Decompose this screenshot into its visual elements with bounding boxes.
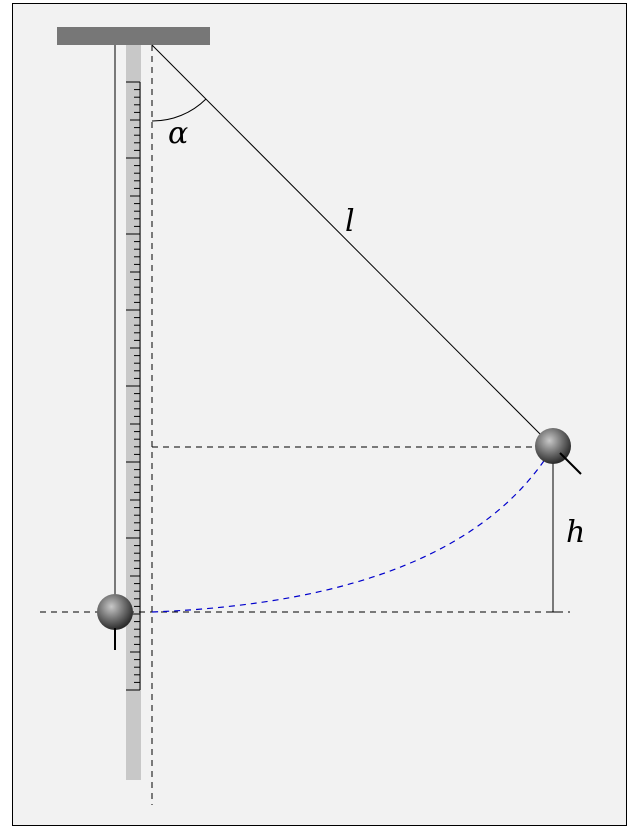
height-label: h [566,515,585,550]
pendulum-string [151,44,554,448]
bob-released-pointer [559,452,582,475]
ruler-ticks [126,81,140,691]
bob-rest [97,594,133,630]
diagram-frame [12,3,627,826]
length-label: l [345,204,355,239]
trajectory-arc [151,446,554,613]
angle-label: α [168,116,188,151]
angle-arc [151,98,207,122]
support-bar [57,27,210,45]
ruler-strip [126,45,141,780]
